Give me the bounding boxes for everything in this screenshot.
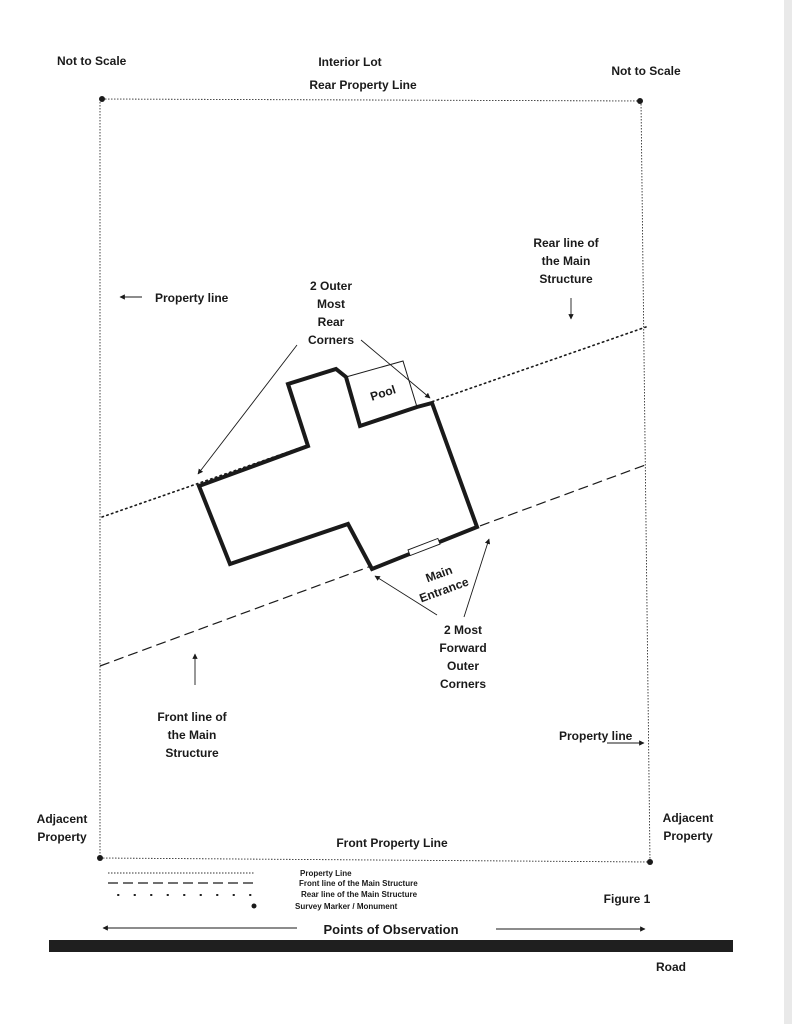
- not-to-scale-left-label: Not to Scale: [57, 54, 127, 68]
- road: [49, 940, 733, 952]
- property-line-left-label: Property line: [155, 291, 229, 305]
- rear-line-label-2: the Main: [542, 254, 591, 268]
- rear-property-line-label: Rear Property Line: [309, 78, 417, 92]
- survey-marker-rear-left: [99, 96, 105, 102]
- legend-label-survey-marker: Survey Marker / Monument: [295, 902, 398, 911]
- figure-label: Figure 1: [604, 892, 651, 906]
- survey-marker-rear-right: [637, 98, 643, 104]
- adjacent-left-label-2: Property: [37, 830, 87, 844]
- road-label: Road: [656, 960, 686, 974]
- front-property-line: [99, 857, 651, 863]
- fwd-corners-label-2: Forward: [439, 641, 486, 655]
- arrow-forward-corner-left: [374, 575, 438, 616]
- arrow-rear-corner-right: [360, 339, 431, 399]
- front-line-label-1: Front line of: [157, 710, 227, 724]
- right-property-line: [640, 100, 651, 863]
- legend-label-front-line: Front line of the Main Structure: [299, 879, 418, 888]
- rear-line-main-structure: [101, 326, 647, 518]
- front-line-label-2: the Main: [168, 728, 217, 742]
- page-edge: [784, 0, 792, 1024]
- adjacent-right-label-1: Adjacent: [663, 811, 714, 825]
- adjacent-left-label-1: Adjacent: [37, 812, 88, 826]
- rear-corners-label-1: 2 Outer: [310, 279, 352, 293]
- survey-marker-front-right: [647, 859, 653, 865]
- rear-property-line: [101, 98, 641, 102]
- legend-swatch-survey-marker: [251, 903, 257, 909]
- fwd-corners-label-3: Outer: [447, 659, 479, 673]
- rear-line-label-3: Structure: [539, 272, 593, 286]
- property-boundary: [99, 98, 651, 863]
- legend: Property Line Front line of the Main Str…: [108, 869, 418, 911]
- arrow-rear-corner-left: [197, 344, 298, 475]
- points-of-observation-label: Points of Observation: [323, 922, 458, 937]
- not-to-scale-right-label: Not to Scale: [611, 64, 681, 78]
- main-entrance-door: [407, 537, 441, 557]
- rear-corners-label-2: Most: [317, 297, 345, 311]
- legend-label-rear-line: Rear line of the Main Structure: [301, 890, 418, 899]
- fwd-corners-label-4: Corners: [440, 677, 486, 691]
- arrow-forward-corner-right: [463, 538, 491, 618]
- main-structure: [196, 366, 480, 572]
- property-line-right-label: Property line: [559, 729, 633, 743]
- rear-corners-label-4: Corners: [308, 333, 354, 347]
- survey-marker-front-left: [97, 855, 103, 861]
- rear-line-label-1: Rear line of: [533, 236, 599, 250]
- interior-lot-label: Interior Lot: [318, 55, 381, 69]
- front-line-label-3: Structure: [165, 746, 219, 760]
- front-property-line-label: Front Property Line: [336, 836, 448, 850]
- rear-corners-label-3: Rear: [318, 315, 345, 329]
- adjacent-right-label-2: Property: [663, 829, 713, 843]
- arrows: [102, 294, 646, 932]
- fwd-corners-label-1: 2 Most: [444, 623, 482, 637]
- legend-label-property-line: Property Line: [300, 869, 352, 878]
